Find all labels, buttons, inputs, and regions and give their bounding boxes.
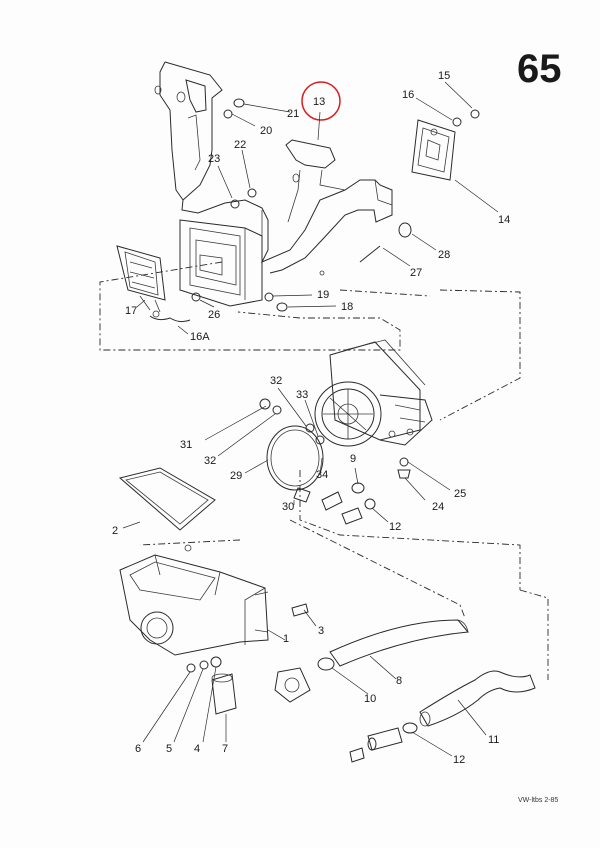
part-label-32-lower: 32 — [204, 455, 216, 467]
gasket — [118, 467, 216, 531]
part-label-30: 30 — [282, 501, 294, 513]
part-label-20: 20 — [260, 125, 272, 137]
part-label-24: 24 — [432, 501, 444, 513]
part-label-16: 16 — [402, 89, 414, 101]
lower-connectors — [349, 722, 418, 763]
part-label-34: 34 — [316, 469, 328, 481]
part-label-15: 15 — [438, 70, 450, 82]
part-label-1: 1 — [283, 633, 289, 645]
leader-lines — [122, 81, 499, 757]
part-label-16a: 16A — [190, 331, 210, 343]
part-label-25: 25 — [454, 488, 466, 500]
air-duct-upper-housing — [154, 61, 393, 274]
part-label-5: 5 — [166, 743, 172, 755]
air-distribution-box — [179, 210, 263, 307]
part-label-2: 2 — [112, 525, 118, 537]
part-label-18: 18 — [341, 301, 353, 313]
part-label-6: 6 — [135, 743, 141, 755]
valve-fitting — [274, 657, 335, 703]
part-label-9: 9 — [350, 453, 356, 465]
part-label-33: 33 — [296, 389, 308, 401]
part-label-14: 14 — [498, 214, 510, 226]
part-label-29: 29 — [230, 470, 242, 482]
part-label-4: 4 — [194, 743, 200, 755]
heater-box — [119, 544, 269, 656]
assembly-guide-lines — [99, 261, 549, 680]
clamp-ring — [266, 425, 324, 491]
part-label-12-lower: 12 — [453, 754, 465, 766]
part-label-32-upper: 32 — [270, 375, 282, 387]
part-label-21: 21 — [287, 108, 299, 120]
part-labels: 1 2 3 4 5 6 7 8 9 10 11 12 12 13 14 15 1… — [112, 70, 510, 766]
small-fittings — [186, 656, 237, 715]
page-number: 65 — [517, 47, 562, 91]
part-label-28: 28 — [438, 249, 450, 261]
part-label-10: 10 — [364, 693, 376, 705]
part-label-11: 11 — [488, 734, 499, 746]
part-label-13: 13 — [313, 96, 325, 108]
part-label-12-upper: 12 — [389, 521, 401, 533]
hose-lower — [419, 670, 536, 727]
screw-3 — [291, 603, 309, 617]
hose-upper — [329, 619, 469, 667]
part-label-26: 26 — [208, 309, 220, 321]
part-label-7: 7 — [222, 743, 228, 755]
highlight-circle — [301, 81, 341, 121]
control-flap-unit — [116, 245, 191, 323]
part-label-17: 17 — [125, 305, 137, 317]
blower-motor-assembly — [314, 339, 433, 447]
bracket-part — [411, 119, 456, 181]
part-label-19: 19 — [317, 289, 329, 301]
part-label-8: 8 — [396, 675, 402, 687]
part-label-22: 22 — [234, 139, 246, 151]
fasteners-upper — [191, 98, 480, 312]
part-label-27: 27 — [410, 267, 422, 279]
part-label-3: 3 — [318, 625, 324, 637]
connector-parts — [259, 398, 411, 525]
part-label-23: 23 — [208, 153, 220, 165]
reference-code: VW-ltbs 2-85 — [518, 797, 558, 804]
part-label-31: 31 — [180, 439, 192, 451]
